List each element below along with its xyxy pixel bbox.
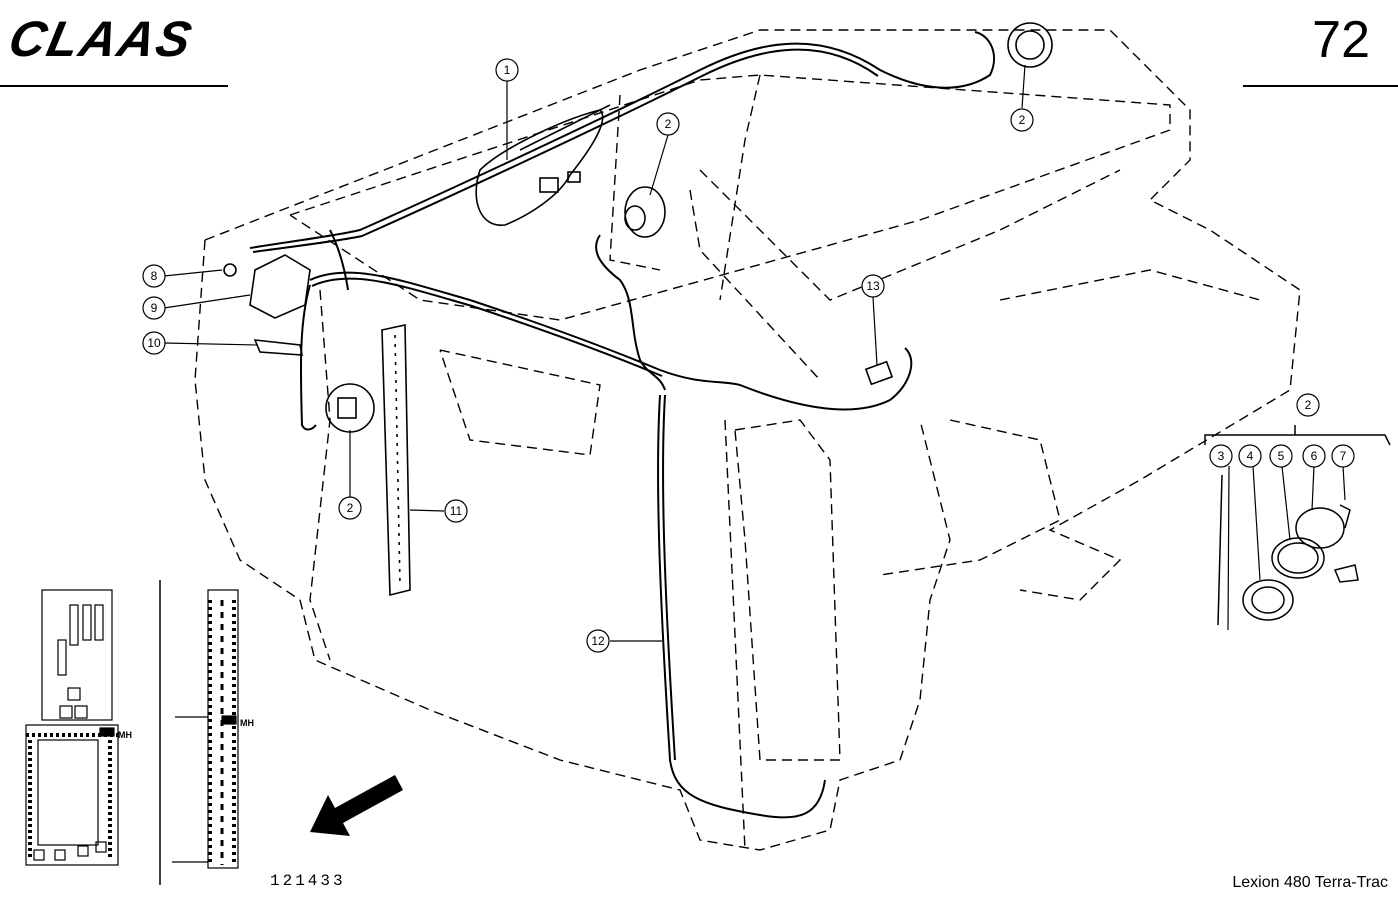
callout-12: 12 bbox=[591, 634, 605, 648]
callout-7: 7 bbox=[1340, 449, 1347, 463]
page-number: 72 bbox=[1312, 11, 1370, 69]
callout-4: 4 bbox=[1247, 449, 1254, 463]
speaker-top-right bbox=[1007, 22, 1053, 68]
callout-8: 8 bbox=[151, 269, 158, 283]
callout-2d: 2 bbox=[1305, 398, 1312, 412]
drawing-number: 121433 bbox=[270, 872, 346, 890]
speaker-center bbox=[624, 186, 666, 238]
direction-arrow-icon bbox=[310, 775, 403, 836]
inset-fuse-board-left bbox=[25, 580, 161, 885]
callout-2b: 2 bbox=[665, 117, 672, 131]
leader-lines bbox=[163, 64, 1346, 642]
inset-left-mh-label: MH bbox=[118, 730, 132, 740]
callout-11: 11 bbox=[450, 504, 463, 518]
speaker-exploded-parts bbox=[1204, 425, 1391, 626]
callout-9: 9 bbox=[151, 301, 158, 315]
wiring-harness bbox=[249, 31, 995, 819]
inset-fuse-strip-right bbox=[172, 589, 239, 869]
callout-circles bbox=[142, 58, 1355, 653]
callout-10: 10 bbox=[147, 336, 161, 350]
callout-2c: 2 bbox=[347, 501, 354, 515]
callout-5: 5 bbox=[1278, 449, 1285, 463]
wiper-motor bbox=[475, 104, 611, 226]
callout-3: 3 bbox=[1218, 449, 1225, 463]
callout-1: 1 bbox=[504, 63, 511, 77]
connector-13 bbox=[864, 360, 894, 386]
mounting-strip bbox=[381, 324, 411, 597]
cab-outline bbox=[194, 29, 1301, 851]
model-name: Lexion 480 Terra-Trac bbox=[1232, 874, 1388, 891]
bulb-relay-bracket bbox=[223, 254, 311, 356]
callout-2a: 2 bbox=[1019, 113, 1026, 127]
inset-right-mh-label: MH bbox=[240, 718, 254, 728]
callout-labels: 1 2 2 2 2 3 4 5 6 7 8 9 10 11 12 13 bbox=[147, 63, 1346, 648]
callout-6: 6 bbox=[1311, 449, 1318, 463]
callout-13: 13 bbox=[866, 279, 880, 293]
speaker-left bbox=[325, 383, 375, 433]
